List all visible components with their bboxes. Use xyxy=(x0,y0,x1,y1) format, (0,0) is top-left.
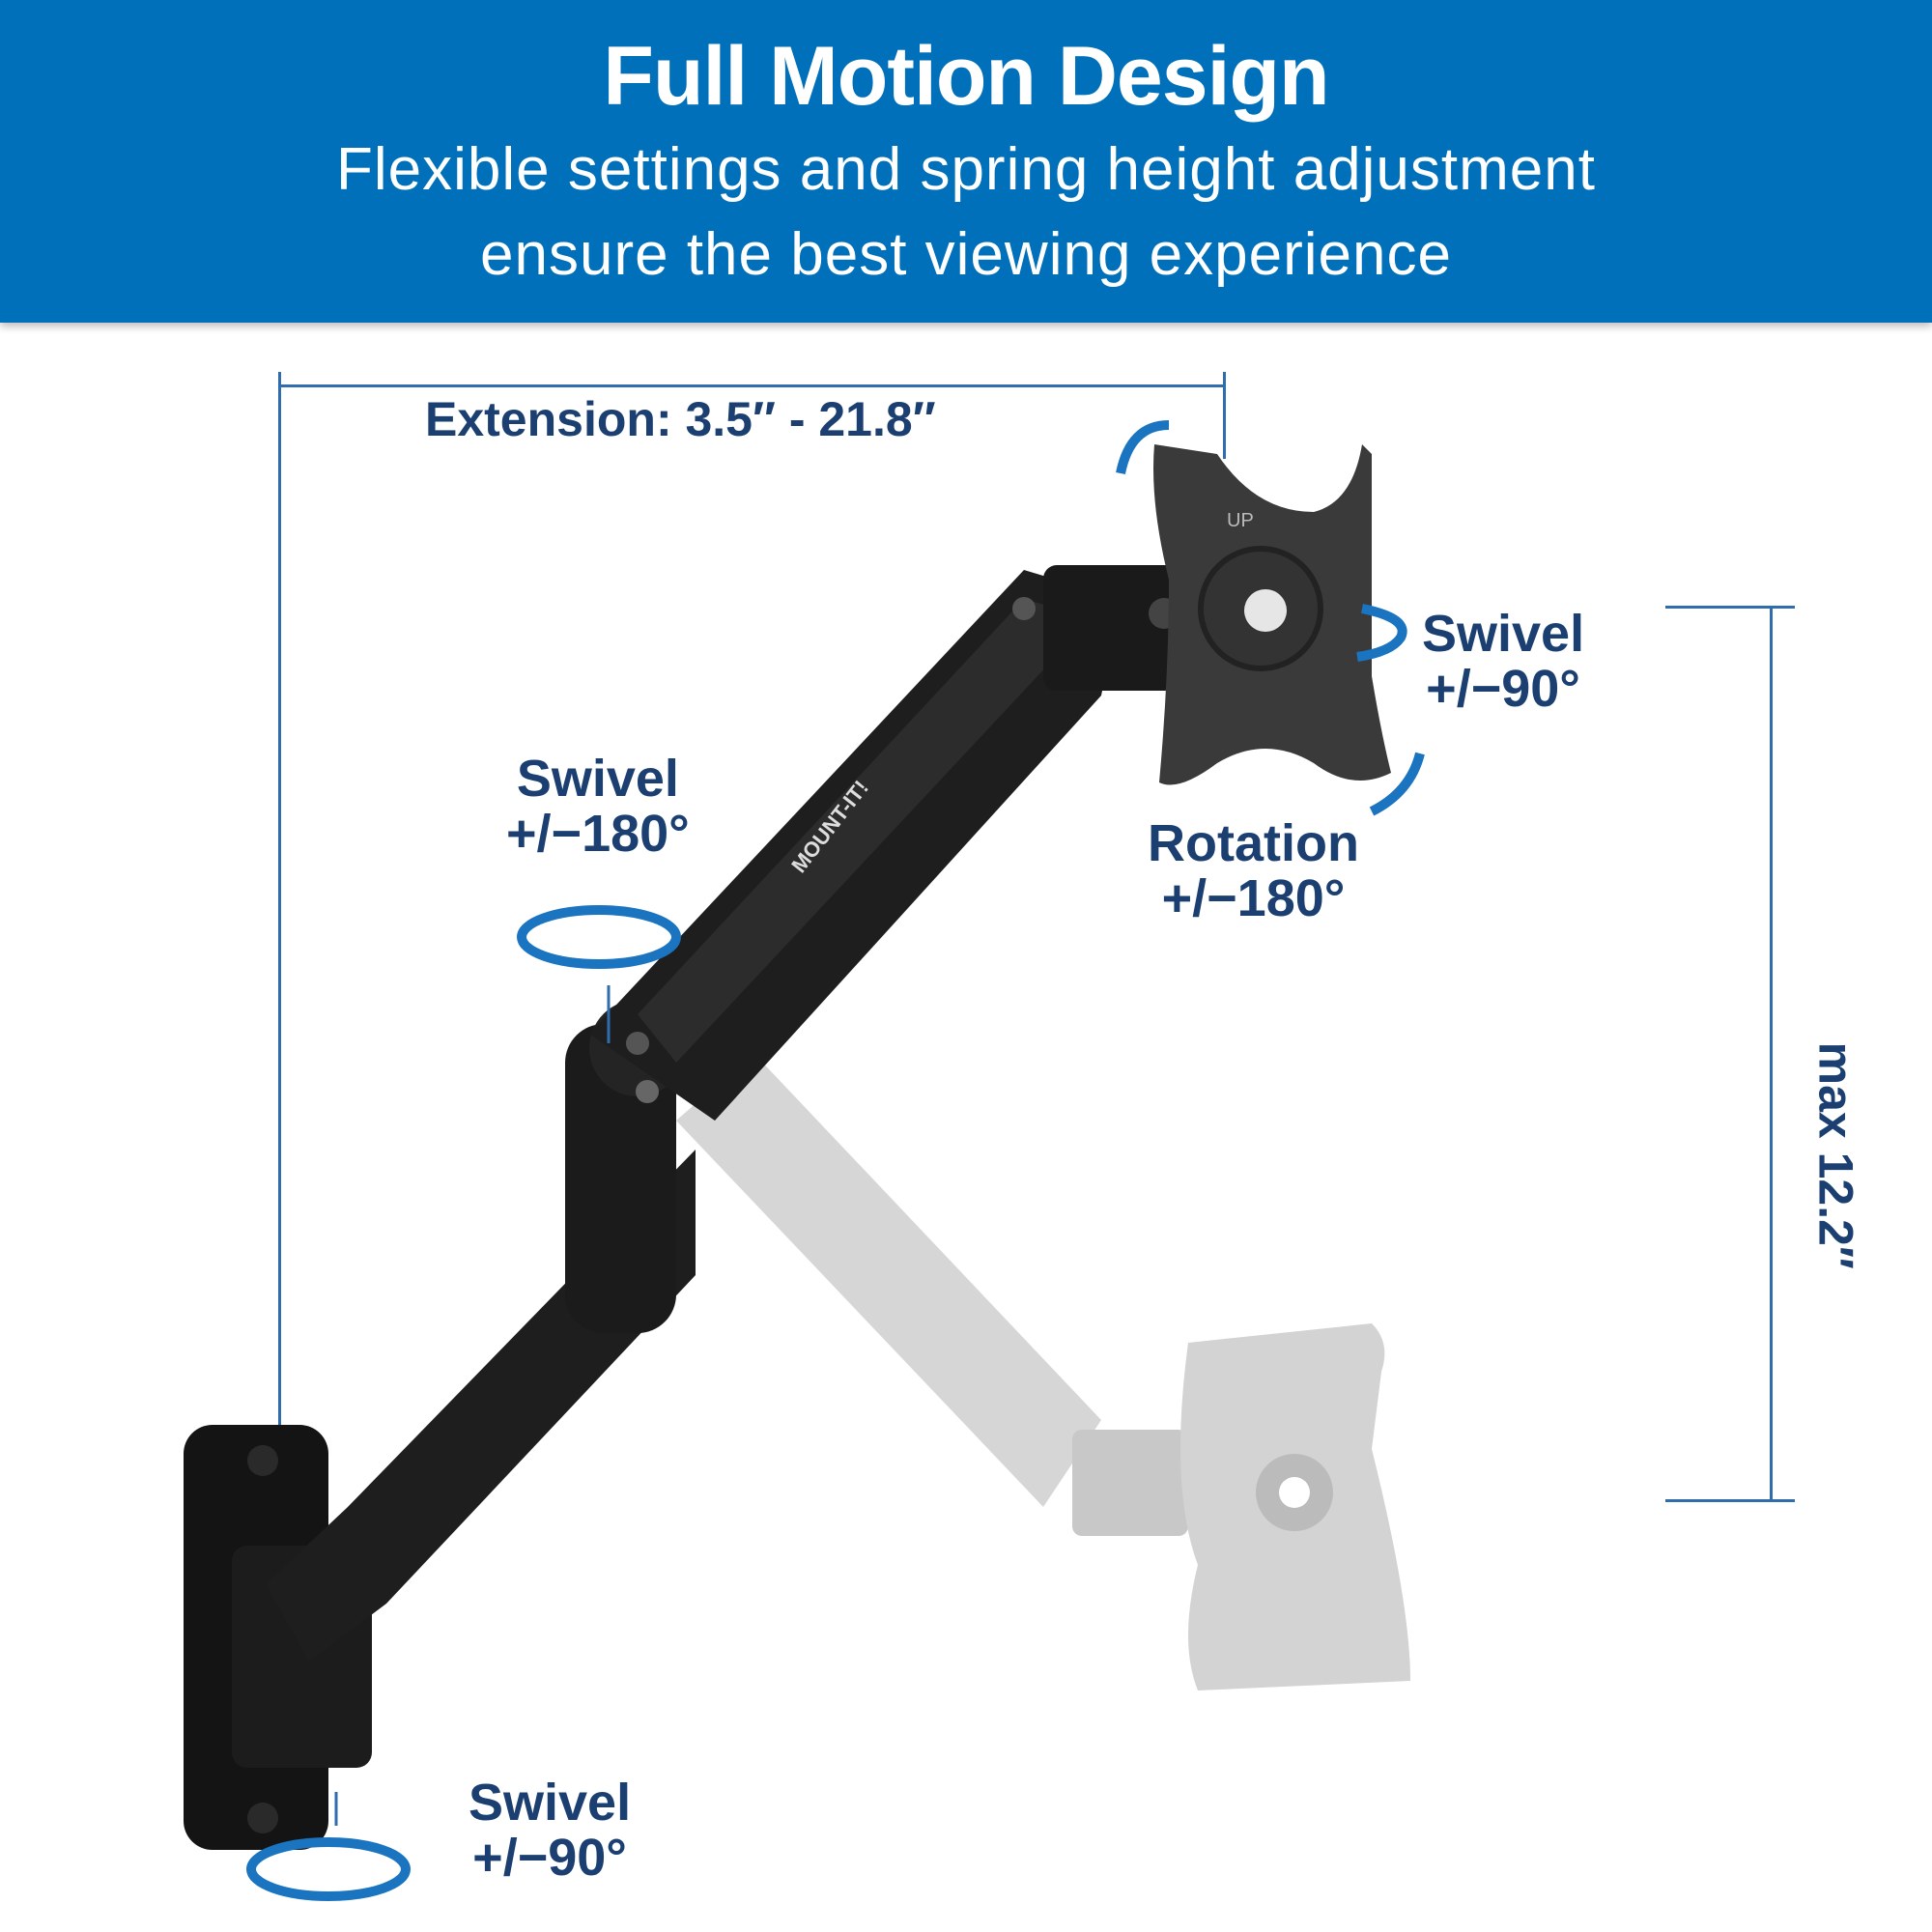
height-dimension-line xyxy=(1770,606,1773,1502)
height-top-tick xyxy=(1665,606,1795,609)
wall-swivel-title: Swivel xyxy=(469,1774,632,1832)
page-title: Full Motion Design xyxy=(603,30,1329,123)
height-bottom-tick xyxy=(1665,1499,1795,1502)
monitor-swivel-arrow-icon xyxy=(1356,604,1407,662)
wall-swivel-label: Swivel +/−90° xyxy=(469,1776,631,1885)
subtitle-line-2: ensure the best viewing experience xyxy=(480,221,1452,288)
monitor-swivel-title: Swivel xyxy=(1422,605,1585,663)
wall-swivel-value: +/−90° xyxy=(472,1828,627,1887)
rotation-title: Rotation xyxy=(1148,814,1359,872)
rotation-label: Rotation +/−180° xyxy=(1148,816,1359,925)
extension-dimension-line xyxy=(278,384,1225,387)
elbow-swivel-label: Swivel +/−180° xyxy=(506,752,690,861)
subtitle-line-1: Flexible settings and spring height adju… xyxy=(336,136,1596,203)
rotation-value: +/−180° xyxy=(1161,868,1346,927)
elbow-swivel-value: +/−180° xyxy=(506,804,690,863)
svg-text:UP: UP xyxy=(1227,510,1254,531)
tilt-arrow-icon xyxy=(1116,420,1170,475)
extension-left-tick xyxy=(278,372,281,1541)
extension-label: Extension: 3.5″ - 21.8″ xyxy=(425,392,936,446)
header-banner: Full Motion Design Flexible settings and… xyxy=(0,0,1932,323)
elbow-swivel-arrow-icon xyxy=(517,905,681,969)
elbow-swivel-title: Swivel xyxy=(516,750,679,808)
wall-swivel-arrow-icon xyxy=(246,1837,411,1901)
monitor-swivel-label: Swivel +/−90° xyxy=(1422,607,1584,716)
monitor-swivel-value: +/−90° xyxy=(1426,659,1580,718)
extension-right-tick xyxy=(1223,372,1226,459)
rotation-arrow-icon xyxy=(1369,752,1425,816)
ghost-arm xyxy=(676,1053,1410,1690)
